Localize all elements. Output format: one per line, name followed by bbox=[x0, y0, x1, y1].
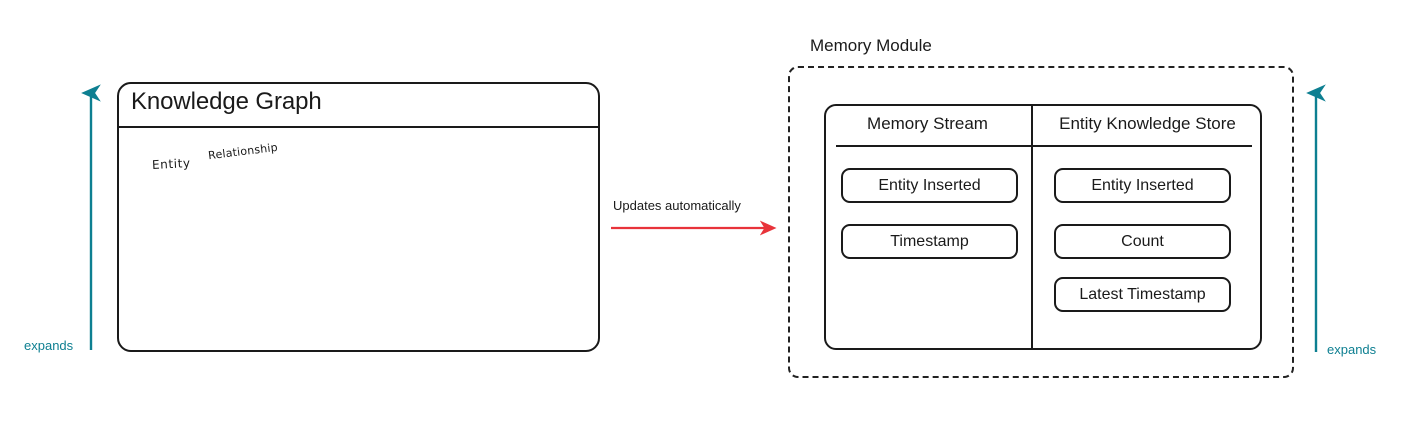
expands-label-right: expands bbox=[1327, 342, 1377, 357]
entity-knowledge-store-item-entity-inserted[interactable]: Entity Inserted bbox=[1054, 168, 1231, 203]
memory-module-boundary bbox=[788, 66, 1294, 378]
memory-module-title: Memory Module bbox=[810, 36, 932, 55]
knowledge-graph-panel bbox=[117, 82, 600, 352]
entity-knowledge-store-item-latest-timestamp[interactable]: Latest Timestamp bbox=[1054, 277, 1231, 312]
column-header-memory-stream: Memory Stream bbox=[867, 114, 988, 133]
memory-stream-item-timestamp[interactable]: Timestamp bbox=[841, 224, 1018, 259]
knowledge-graph-title-divider bbox=[119, 126, 598, 128]
column-header-rule-right bbox=[1033, 145, 1252, 147]
updates-automatically-label: Updates automatically bbox=[613, 198, 741, 213]
column-header-entity-knowledge-store: Entity Knowledge Store bbox=[1059, 114, 1236, 133]
memory-module-column-divider bbox=[1031, 104, 1033, 350]
column-header-rule-left bbox=[836, 145, 1031, 147]
expands-label-left: expands bbox=[24, 338, 74, 353]
memory-stream-item-entity-inserted[interactable]: Entity Inserted bbox=[841, 168, 1018, 203]
knowledge-graph-title: Knowledge Graph bbox=[131, 88, 322, 115]
entity-knowledge-store-item-count[interactable]: Count bbox=[1054, 224, 1231, 259]
kg-entity-node-label: Entity bbox=[151, 155, 191, 173]
